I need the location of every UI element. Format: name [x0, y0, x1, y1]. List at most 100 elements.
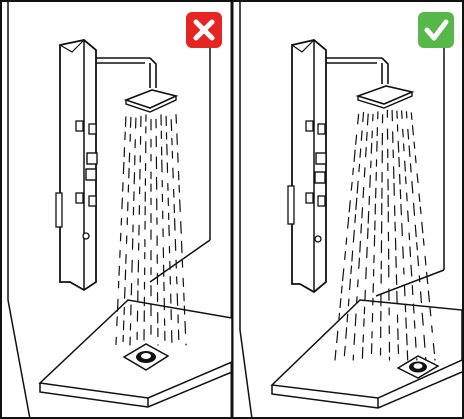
water-drop — [402, 224, 403, 236]
water-drop — [364, 168, 365, 177]
water-drop — [406, 112, 407, 118]
water-drop — [361, 131, 362, 140]
incorrect-badge — [186, 12, 222, 48]
water-drop — [403, 247, 404, 258]
water-drop — [428, 291, 429, 302]
water-drop — [413, 126, 414, 135]
water-drop — [411, 164, 412, 172]
water-drop — [367, 247, 368, 257]
water-drop — [405, 161, 406, 171]
water-drop — [412, 286, 413, 295]
water-drop — [359, 164, 360, 171]
water-drop — [356, 198, 357, 209]
water-drop — [360, 149, 361, 157]
water-drop — [358, 114, 359, 123]
water-drop — [419, 194, 420, 202]
shower-column — [56, 40, 97, 290]
wall-base — [376, 270, 444, 296]
wall-base — [150, 240, 210, 282]
water-drop — [413, 304, 414, 313]
water-drop — [357, 181, 358, 193]
water-drop — [418, 256, 419, 266]
water-drop — [345, 252, 346, 260]
water-drop — [421, 292, 422, 303]
floor-left-edge — [240, 330, 252, 419]
water-drop — [339, 313, 340, 320]
water-drop — [366, 268, 367, 279]
water-drop — [347, 314, 348, 321]
shower-head — [96, 58, 176, 112]
water-drop — [368, 114, 369, 125]
water-drop — [122, 198, 123, 209]
water-drop — [123, 162, 124, 173]
water-drop — [411, 265, 412, 276]
water-drop — [353, 230, 354, 242]
water-drop — [354, 150, 355, 161]
correct-badge — [418, 12, 454, 48]
water-drop — [408, 129, 409, 139]
water-drop — [348, 299, 349, 306]
water-drop — [417, 243, 418, 250]
water-drop — [185, 322, 186, 334]
water-drop — [415, 337, 416, 347]
shower-tray — [272, 300, 462, 408]
water-drop — [351, 182, 352, 190]
water-drop — [401, 204, 402, 214]
water-drop — [352, 251, 353, 261]
water-drop — [180, 200, 181, 212]
water-drop — [355, 215, 356, 223]
water-drop — [415, 225, 416, 236]
water-drop — [367, 132, 368, 140]
water-drop — [409, 146, 410, 157]
water-drop — [411, 113, 412, 120]
water-drop — [361, 224, 362, 233]
water-drop — [118, 299, 119, 311]
water-drop — [368, 212, 369, 224]
water-drop — [432, 326, 433, 332]
water-drop — [412, 182, 413, 193]
water-drop — [414, 203, 415, 215]
water-drop — [414, 142, 415, 148]
shower-column — [288, 40, 326, 292]
water-drop — [343, 269, 344, 281]
water-drop — [407, 334, 408, 345]
water-drop — [363, 188, 364, 198]
water-drop — [366, 148, 367, 157]
water-drop — [363, 113, 364, 122]
water-drop — [415, 156, 416, 163]
water-drop — [360, 241, 361, 252]
water-drop — [403, 129, 404, 136]
water-drop — [407, 193, 408, 201]
water-drop — [410, 247, 411, 257]
water-drop — [422, 222, 423, 233]
water-drop — [414, 321, 415, 328]
water-drop — [355, 314, 356, 326]
water-drop — [420, 207, 421, 214]
water-drop — [425, 256, 426, 265]
water-drop — [344, 346, 345, 355]
water-drop — [181, 222, 182, 234]
water-drop — [408, 211, 409, 221]
water-drop — [362, 208, 363, 218]
water-drop — [340, 299, 341, 308]
water-drop — [356, 135, 357, 144]
water-drop — [346, 238, 347, 244]
panel-correct — [240, 2, 462, 419]
water-drop — [417, 174, 418, 183]
water-drop — [398, 141, 399, 152]
water-drop — [354, 334, 355, 345]
water-drop — [349, 201, 350, 212]
water-drop — [427, 272, 428, 283]
water-drop — [402, 111, 403, 118]
floor-left-edge — [8, 300, 30, 419]
shower-head — [326, 58, 412, 108]
water-drop — [423, 239, 424, 245]
panel-incorrect — [8, 2, 232, 419]
water-drop — [348, 218, 349, 229]
water-drop — [351, 266, 352, 274]
water-drop — [370, 175, 371, 187]
water-drop — [359, 258, 360, 268]
water-drop — [182, 241, 183, 252]
